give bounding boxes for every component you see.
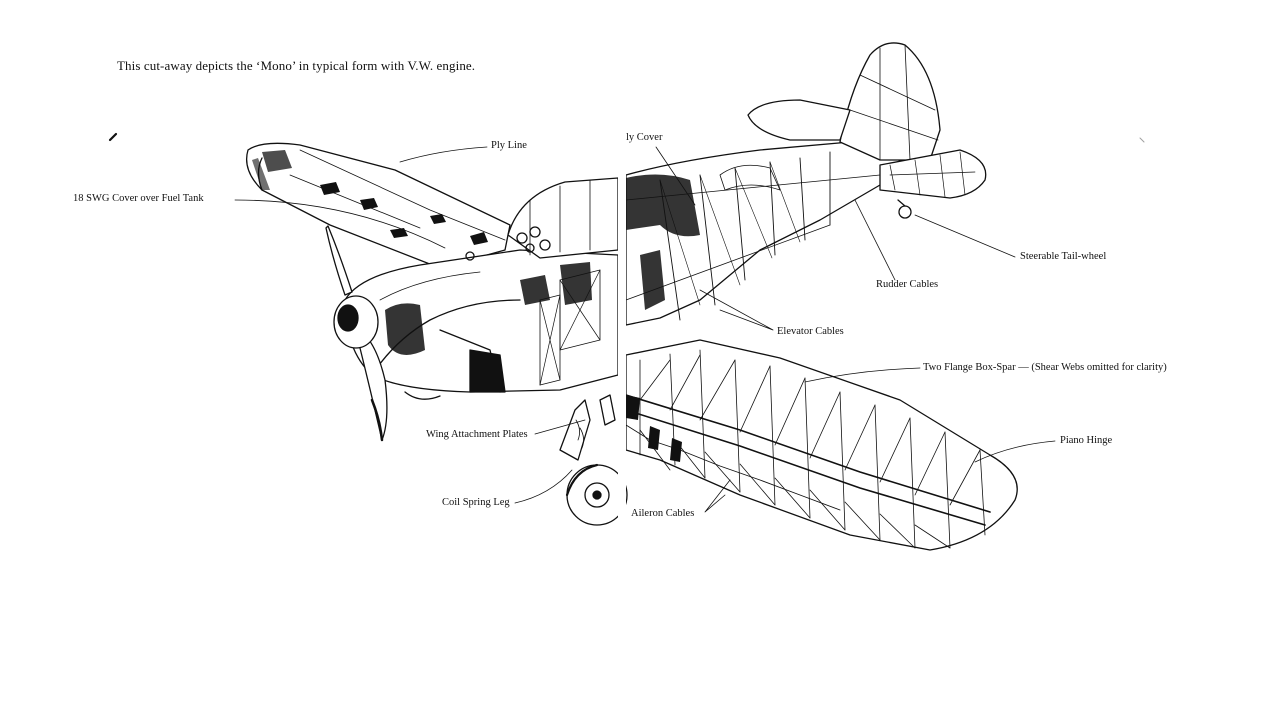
forward-fuselage [344,249,619,393]
ink-speck-2 [1139,137,1145,143]
leader-lines [234,146,1056,513]
left-wing [245,142,511,269]
label-wing-attachment-plates: Wing Attachment Plates [426,429,528,440]
label-fuel-tank-cover: 18 SWG Cover over Fuel Tank [73,193,204,204]
label-elevator-cables: Elevator Cables [777,326,844,337]
label-box-spar: Two Flange Box-Spar — (Shear Webs omitte… [923,362,1167,373]
tail-section [747,42,987,219]
label-coil-spring-leg: Coil Spring Leg [442,497,510,508]
label-rudder-cables: Rudder Cables [876,279,939,290]
label-aileron-cables: Aileron Cables [631,508,695,519]
landing-gear [404,391,628,526]
label-ply-line: Ply Line [491,140,527,151]
propeller [325,225,388,442]
label-ply-cover: ly Cover [626,132,663,143]
caption: This cut-away depicts the ‘Mono’ in typi… [117,58,476,73]
label-piano-hinge: Piano Hinge [1060,435,1113,446]
right-wing-structure [625,339,1018,551]
canopy [465,177,619,386]
ink-speck [108,132,118,142]
rear-fuselage [625,141,901,326]
page-seam [618,0,626,560]
label-steerable-tail-wheel: Steerable Tail-wheel [1020,251,1107,262]
